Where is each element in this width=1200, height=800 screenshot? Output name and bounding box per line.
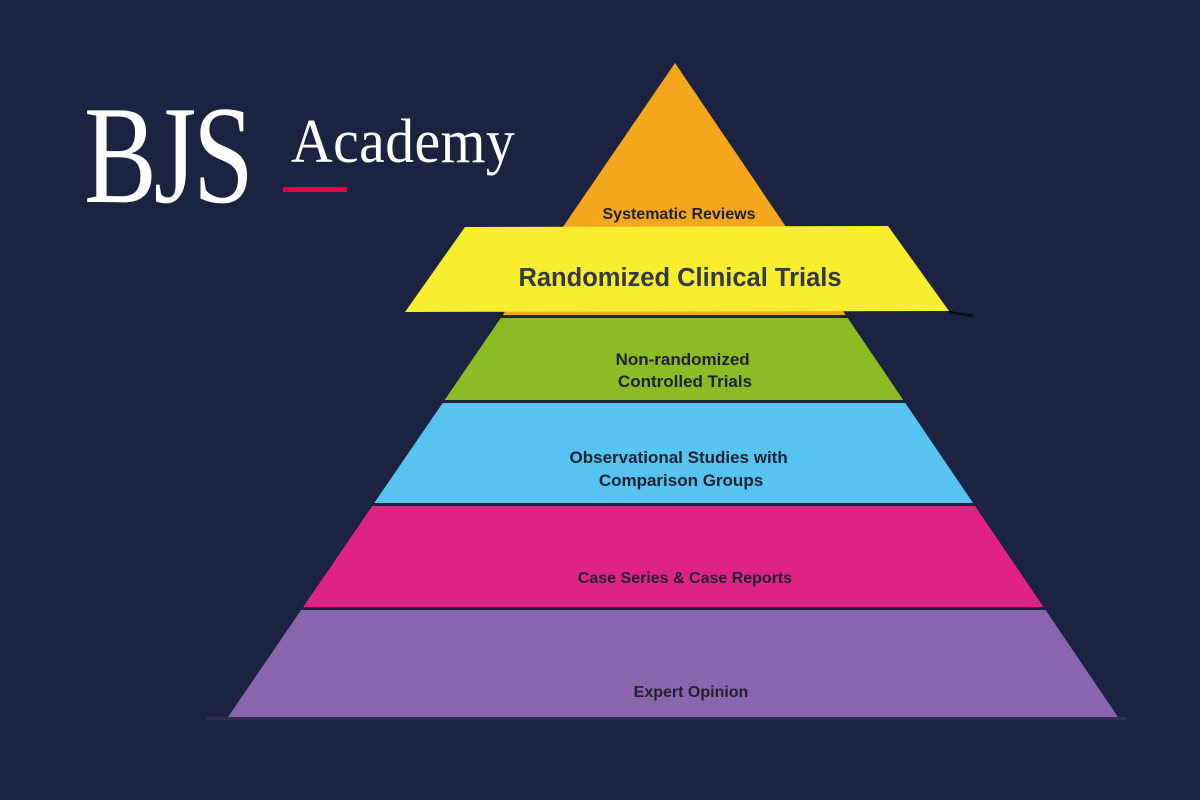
label-line: Non-randomized xyxy=(616,350,750,369)
pyramid-baseline xyxy=(206,717,1126,720)
label-line: Comparison Groups xyxy=(599,471,763,490)
logo-bjs-text: BJS xyxy=(84,78,254,233)
label-systematic-reviews: Systematic Reviews xyxy=(603,206,756,223)
label-randomized-clinical-trials: Randomized Clinical Trials xyxy=(518,264,841,292)
label-non-randomized-controlled-trials: Non-randomized Controlled Trials xyxy=(616,350,755,391)
label-line: Observational Studies with xyxy=(570,448,788,467)
label-case-series-case-reports: Case Series & Case Reports xyxy=(578,570,792,587)
banner-randomized-clinical-trials xyxy=(405,226,949,312)
band-expert-opinion xyxy=(228,610,1118,717)
logo-academy-text: Academy xyxy=(291,108,516,176)
label-observational-studies: Observational Studies with Comparison Gr… xyxy=(570,448,793,490)
banner-shadow-line xyxy=(948,310,974,318)
band-case-series-case-reports xyxy=(228,506,1118,607)
logo-red-underline xyxy=(283,187,347,192)
label-expert-opinion: Expert Opinion xyxy=(634,684,749,701)
label-line: Controlled Trials xyxy=(618,372,752,391)
bjs-academy-logo: BJS Academy xyxy=(0,0,560,260)
